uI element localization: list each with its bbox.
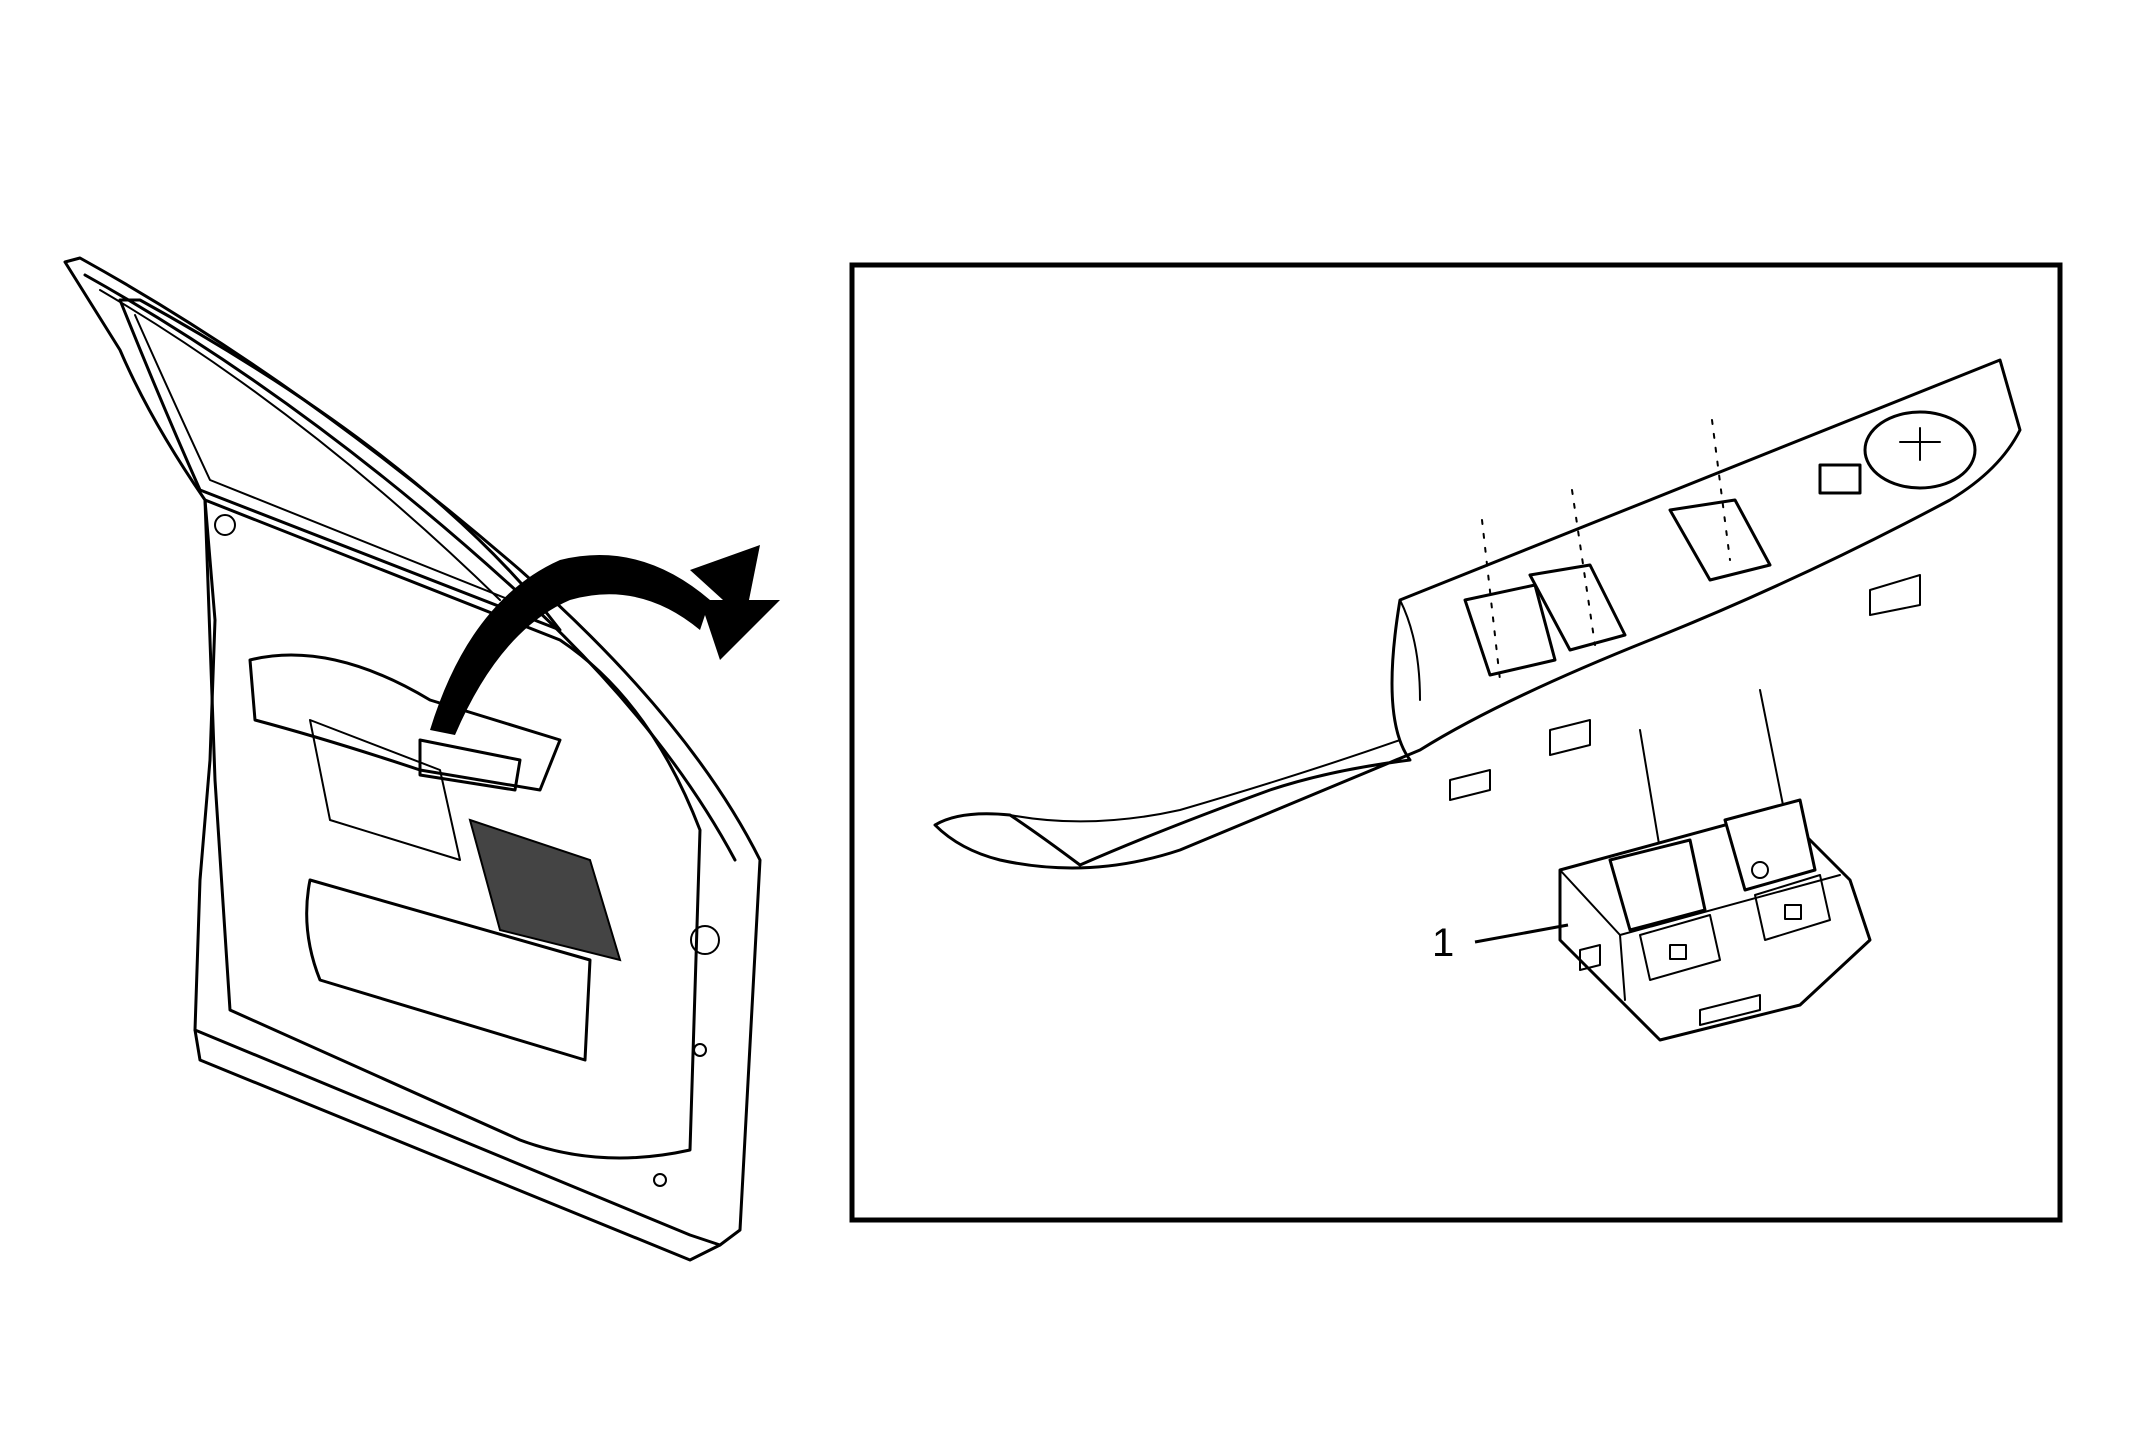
speaker-grille (468, 818, 622, 962)
switch-bezel (933, 358, 2022, 870)
callout-1: 1 (1432, 921, 1569, 965)
detail-view: 1 (849, 262, 2063, 1223)
window-switch-module (1558, 798, 1872, 1042)
direction-arrow (430, 545, 780, 735)
door-assembly (63, 256, 762, 1262)
callout-label-1: 1 (1432, 921, 1454, 965)
